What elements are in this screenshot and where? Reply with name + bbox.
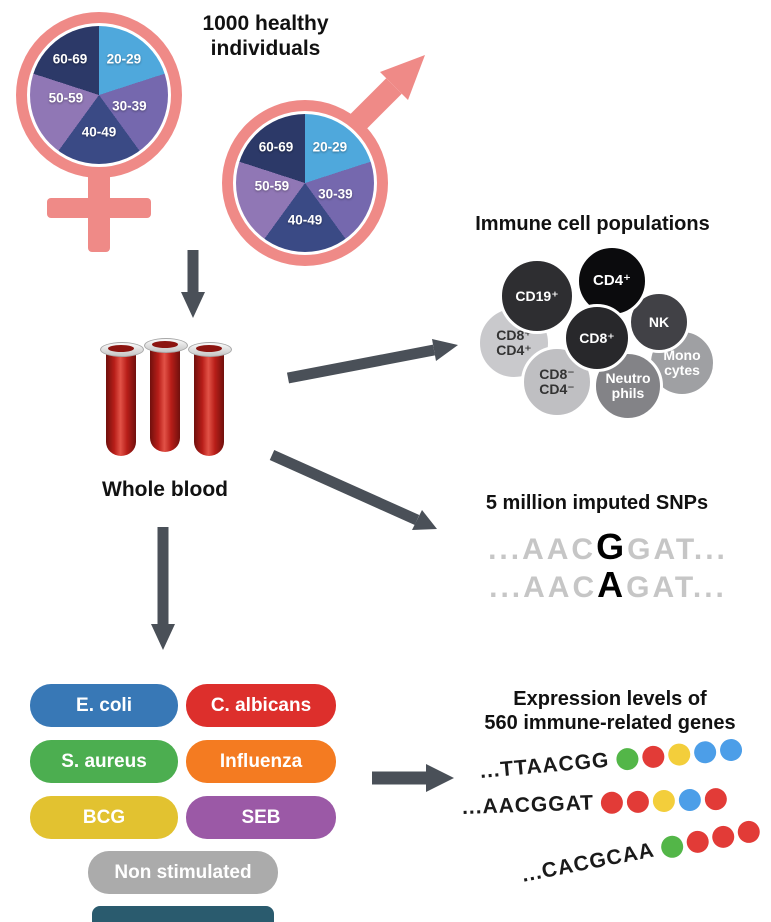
stimulus-influenza: Influenza <box>186 740 336 783</box>
age-label-60-69: 60-69 <box>52 51 88 67</box>
stimulus-seb: SEB <box>186 796 336 839</box>
snp-sequence-alternate: ...AACAGAT... <box>468 564 748 606</box>
arrow-blood-to-snps <box>269 449 437 530</box>
expression-dot <box>615 747 640 772</box>
female-symbol: 20-29 30-39 40-49 50-59 60-69 <box>16 12 182 178</box>
expression-dot <box>678 788 702 812</box>
arrow-cohort-to-blood <box>181 250 205 318</box>
age-label-50-59: 50-59 <box>254 178 290 194</box>
expression-dot <box>735 819 762 845</box>
female-symbol-crossbar <box>47 198 151 218</box>
gene-expression-row: ...TTAACGG <box>479 737 743 784</box>
expression-dot <box>600 791 624 815</box>
expression-dot <box>684 828 711 855</box>
age-label-20-29: 20-29 <box>106 51 142 67</box>
sequence-context: ...AAC <box>489 571 598 604</box>
expression-dot <box>626 790 650 814</box>
blood-tube <box>144 338 188 452</box>
gene-expression-row: ...CACGCAA <box>520 818 762 888</box>
cell-cd8-cd4-double-negative: CD8⁻ CD4⁻ <box>521 346 593 418</box>
cell-cd8: CD8⁺ <box>563 304 631 372</box>
age-label-60-69: 60-69 <box>258 139 294 155</box>
age-label-30-39: 30-39 <box>318 186 353 202</box>
cohort-title: 1000 healthy individuals <box>202 12 329 60</box>
arrow-stimuli-to-expression <box>372 764 454 792</box>
stimulus-e-coli: E. coli <box>30 684 178 727</box>
expression-dot <box>692 740 717 765</box>
blood-tube <box>188 342 232 456</box>
snps-title: 5 million imputed SNPs <box>485 492 709 514</box>
stimulus-s-aureus: S. aureus <box>30 740 178 783</box>
sequence-context: GAT... <box>627 533 728 566</box>
cell-cd19: CD19⁺ <box>499 258 575 334</box>
sequence-context: GAT... <box>626 571 727 604</box>
age-label-50-59: 50-59 <box>48 90 84 106</box>
expression-dot <box>641 744 666 769</box>
age-label-20-29: 20-29 <box>312 139 348 155</box>
age-label-30-39: 30-39 <box>112 98 147 114</box>
arrow-blood-to-stimuli <box>151 527 175 650</box>
expression-dot <box>710 824 736 850</box>
stimulus-c-albicans: C. albicans <box>186 684 336 727</box>
gene-sequence: ...AACGGAT <box>461 791 595 819</box>
sequence-context: ...AAC <box>488 533 597 566</box>
expression-dot <box>704 787 728 811</box>
arrow-blood-to-cells <box>286 339 458 384</box>
whole-blood-label: Whole blood <box>102 478 228 501</box>
expression-dot <box>652 789 676 813</box>
snp-allele-a: A <box>597 564 627 605</box>
snp-allele-g: G <box>596 526 628 567</box>
expression-dot <box>667 742 691 767</box>
expression-title: Expression levels of 560 immune-related … <box>484 688 736 734</box>
age-label-40-49: 40-49 <box>287 212 323 228</box>
expression-dot <box>718 738 743 762</box>
age-label-40-49: 40-49 <box>81 124 117 140</box>
cropped-panel-edge <box>92 906 274 922</box>
stimulus-non-stimulated: Non stimulated <box>88 851 278 894</box>
male-symbol-arrow <box>350 55 425 128</box>
gene-expression-row: ...AACGGAT <box>462 787 728 820</box>
cell-cd4: CD4⁺ <box>576 245 648 317</box>
cell-neutrophils: Neutro phils <box>593 351 663 421</box>
gene-sequence: ...CACGCAA <box>519 838 657 887</box>
snp-sequence-reference: ...AACGGAT... <box>468 526 748 568</box>
immune-populations-title: Immune cell populations <box>475 213 710 235</box>
female-age-pie: 20-29 30-39 40-49 50-59 60-69 <box>30 26 168 164</box>
stimulus-bcg: BCG <box>30 796 178 839</box>
expression-dot <box>659 833 685 860</box>
gene-sequence: ...TTAACGG <box>478 748 611 783</box>
male-age-pie: 20-29 30-39 40-49 50-59 60-69 <box>236 114 374 252</box>
blood-tube <box>100 342 144 456</box>
male-symbol: 20-29 30-39 40-49 50-59 60-69 <box>222 100 388 266</box>
